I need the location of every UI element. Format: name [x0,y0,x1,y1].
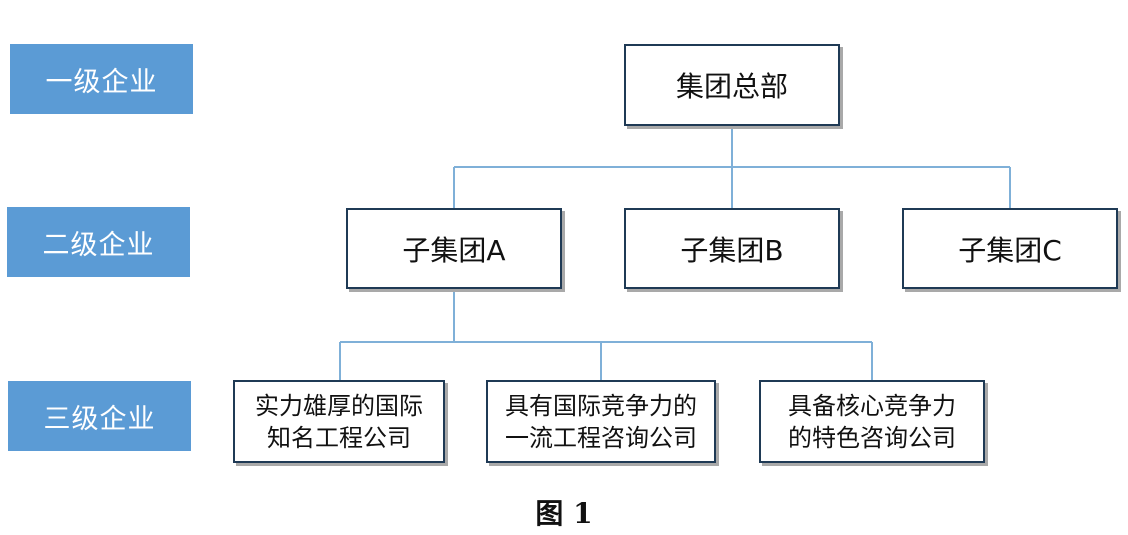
company-a2-line2: 一流工程咨询公司 [505,423,697,452]
company-a2-node: 具有国际竞争力的 一流工程咨询公司 [486,380,716,463]
root-node: 集团总部 [624,44,840,126]
subgroup-c-node: 子集团C [902,208,1118,289]
level-1-label: 一级企业 [10,44,193,114]
company-a2-line1: 具有国际竞争力的 [505,391,697,420]
company-a1-node: 实力雄厚的国际 知名工程公司 [233,380,445,463]
figure-caption: 图 1 [535,497,593,530]
company-a1-line1: 实力雄厚的国际 [255,391,423,420]
subgroup-b-node: 子集团B [624,208,840,289]
subgroup-b-label: 子集团B [680,233,784,267]
subgroup-a-node: 子集团A [346,208,562,289]
level-2-label: 二级企业 [7,207,190,277]
company-a3-node: 具备核心竞争力 的特色咨询公司 [759,380,985,463]
level-3-label: 三级企业 [8,381,191,451]
subgroup-c-label: 子集团C [958,233,1062,267]
company-a3-line1: 具备核心竞争力 [788,391,956,420]
root-node-label: 集团总部 [675,70,788,103]
company-a3-line2: 的特色咨询公司 [788,423,956,452]
company-a1-line2: 知名工程公司 [267,423,411,452]
subgroup-a-label: 子集团A [402,233,506,267]
